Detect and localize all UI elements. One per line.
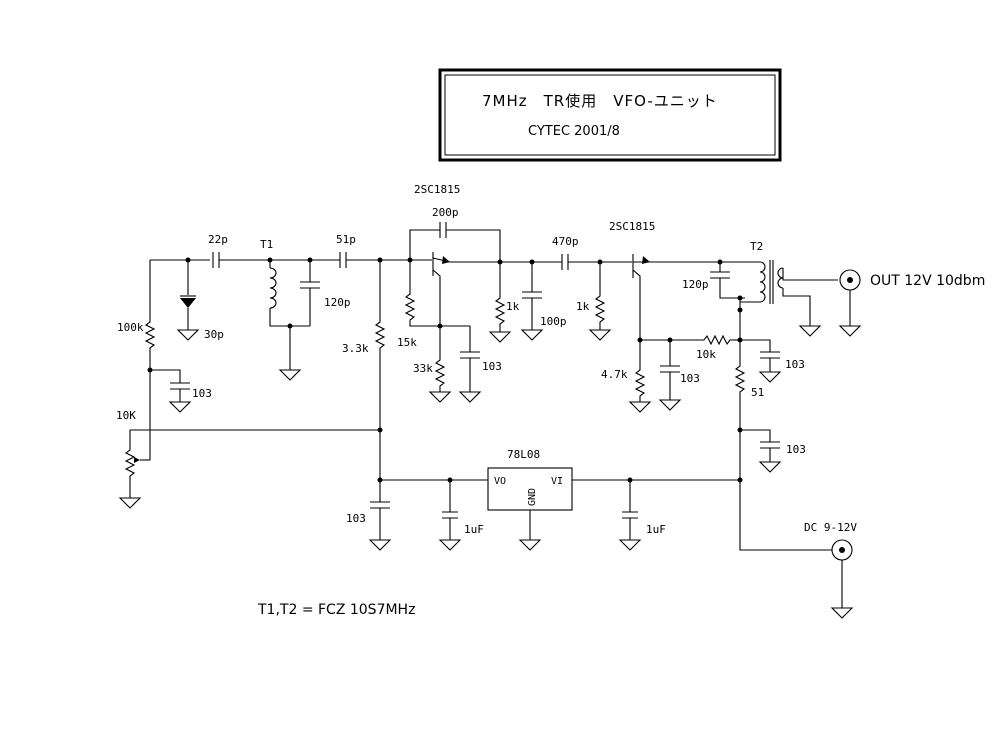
label-1uf-out: 1uF xyxy=(464,523,484,536)
label-103-tune: 103 xyxy=(192,387,212,400)
buffer-stage xyxy=(589,254,861,480)
label-1uf-in: 1uF xyxy=(646,523,666,536)
label-120p-t2: 120p xyxy=(682,278,709,291)
tuning-section xyxy=(119,252,380,509)
label-30p: 30p xyxy=(204,328,224,341)
label-200p: 200p xyxy=(432,206,459,219)
label-tr2: 2SC1815 xyxy=(609,220,655,233)
oscillator-stage xyxy=(375,222,632,480)
label-output: OUT 12V 10dbm xyxy=(870,273,985,289)
subtitle-text: CYTEC 2001/8 xyxy=(528,124,620,139)
label-10k-pot: 10K xyxy=(116,409,136,422)
label-gnd: GND xyxy=(527,488,538,506)
label-t1: T1 xyxy=(260,238,273,251)
label-103-osc: 103 xyxy=(482,360,502,373)
label-transformer-note: T1,T2 = FCZ 10S7MHz xyxy=(257,602,415,618)
label-3-3k: 3.3k xyxy=(342,342,369,355)
label-51: 51 xyxy=(751,386,764,399)
label-22p: 22p xyxy=(208,233,228,246)
label-tr1: 2SC1815 xyxy=(414,183,460,196)
label-100k: 100k xyxy=(117,321,144,334)
label-470p: 470p xyxy=(552,235,579,248)
label-103-emit: 103 xyxy=(680,372,700,385)
label-51p: 51p xyxy=(336,233,356,246)
label-78l08: 78L08 xyxy=(507,448,540,461)
t1-tank xyxy=(267,252,410,381)
label-103-supply: 103 xyxy=(786,443,806,456)
label-103-reg: 103 xyxy=(346,512,366,525)
title-block: 7MHz TR使用 VFO-ユニット CYTEC 2001/8 xyxy=(438,68,782,162)
label-vo: VO xyxy=(494,476,506,487)
label-1k-emitter: 1k xyxy=(506,300,520,313)
label-vi: VI xyxy=(551,476,563,487)
label-15k: 15k xyxy=(397,336,417,349)
label-100p: 100p xyxy=(540,315,567,328)
component-labels: 22p T1 51p 2SC1815 200p 470p 2SC1815 T2 … xyxy=(116,183,985,618)
label-4-7k: 4.7k xyxy=(601,368,628,381)
label-33k: 33k xyxy=(413,362,433,375)
label-103-buf: 103 xyxy=(785,358,805,371)
regulator-section xyxy=(369,467,853,619)
label-120p-t1: 120p xyxy=(324,296,351,309)
label-t2: T2 xyxy=(750,240,763,253)
label-1k-base: 1k xyxy=(576,300,590,313)
label-dc-input: DC 9-12V xyxy=(804,521,857,534)
label-10k: 10k xyxy=(696,348,716,361)
title-text: 7MHz TR使用 VFO-ユニット xyxy=(482,92,718,110)
